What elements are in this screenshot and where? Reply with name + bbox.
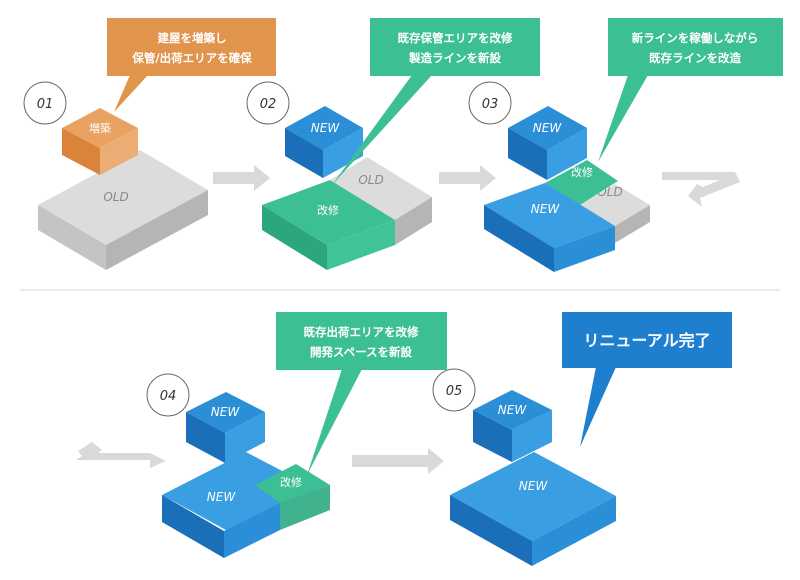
callout-04-line-1: 既存出荷エリアを改修 <box>304 325 419 339</box>
callout-01-line-1: 建屋を増築し <box>158 31 227 45</box>
callout-04-line-2: 開発スペースを新設 <box>310 345 413 359</box>
block-label-new-bottom: NEW <box>519 479 549 493</box>
svg-text:02: 02 <box>260 97 277 112</box>
block-label-new: NEW <box>311 121 341 135</box>
callout-01: 建屋を増築し 保管/出荷エリアを確保 <box>107 18 276 112</box>
callout-04: 既存出荷エリアを改修 開発スペースを新設 <box>276 312 447 475</box>
svg-text:04: 04 <box>160 389 177 404</box>
block-renovation: 改修 <box>255 464 330 530</box>
block-label-renovation: 改修 <box>317 203 339 217</box>
step-01: OLD 増築 01 建屋を増築し 保管/出荷エリアを確保 <box>23 18 276 270</box>
block-label-new-top: NEW <box>498 403 528 417</box>
callout-03: 新ラインを稼働しながら 既存ラインを改造 <box>598 18 783 162</box>
flow-arrow-2-3 <box>439 165 496 191</box>
block-new: NEW <box>285 106 363 178</box>
block-old: OLD <box>330 157 432 245</box>
block-new-top: NEW <box>508 106 587 180</box>
step-05: NEW NEW 05 リニューアル完了 <box>432 312 732 566</box>
block-new-top: NEW <box>473 390 552 462</box>
flow-arrow-4-5 <box>352 448 444 474</box>
block-label-new-top: NEW <box>533 121 563 135</box>
block-label-renovation: 改修 <box>571 165 593 179</box>
block-new-bottom: NEW <box>484 183 615 272</box>
callout-02: 既存保管エリアを改修 製造ラインを新設 <box>332 18 540 185</box>
block-label-new-bottom: NEW <box>207 490 237 504</box>
svg-text:03: 03 <box>482 97 499 112</box>
step-number-03: 03 <box>468 81 512 125</box>
callout-03-line-1: 新ラインを稼働しながら <box>632 31 759 45</box>
step-number-02: 02 <box>246 81 290 125</box>
block-label-addition: 増築 <box>89 121 111 135</box>
flow-arrow-1-2 <box>213 165 270 191</box>
block-label-renovation: 改修 <box>280 475 302 489</box>
callout-05: リニューアル完了 <box>562 312 732 447</box>
flow-arrow-wrap-in <box>76 442 166 468</box>
step-04: NEW 改修 NEW 04 既存出荷エリアを改修 開発スペースを新設 <box>146 312 447 558</box>
block-label-new-bottom: NEW <box>531 202 561 216</box>
svg-text:05: 05 <box>446 384 463 399</box>
step-03: OLD 改修 NEW NEW 03 新ラインを稼働しながら 既存ラインを改造 <box>468 18 783 272</box>
block-new-bottom: NEW <box>450 452 616 566</box>
block-renovation: 改修 <box>262 180 395 270</box>
callout-02-line-2: 製造ラインを新設 <box>408 51 501 65</box>
block-renovation: 改修 <box>545 160 618 205</box>
block-new-top: NEW <box>186 392 265 463</box>
svg-text:01: 01 <box>37 97 54 112</box>
callout-05-line-1: リニューアル完了 <box>583 331 710 350</box>
step-02: OLD 改修 NEW 02 既存保管エリアを改修 製造ラインを新設 <box>246 18 540 270</box>
callout-02-line-1: 既存保管エリアを改修 <box>398 31 513 45</box>
callout-03-line-2: 既存ラインを改造 <box>649 51 741 65</box>
step-number-04: 04 <box>146 373 190 417</box>
flow-arrow-wrap-out <box>662 172 740 207</box>
step-number-05: 05 <box>432 368 476 412</box>
block-addition: 増築 <box>62 108 138 175</box>
block-label-old: OLD <box>103 190 128 204</box>
block-label-new-top: NEW <box>211 405 241 419</box>
block-old: OLD <box>38 150 208 270</box>
callout-01-line-2: 保管/出荷エリアを確保 <box>131 51 252 65</box>
block-label-old: OLD <box>358 173 383 187</box>
step-number-01: 01 <box>23 81 67 125</box>
